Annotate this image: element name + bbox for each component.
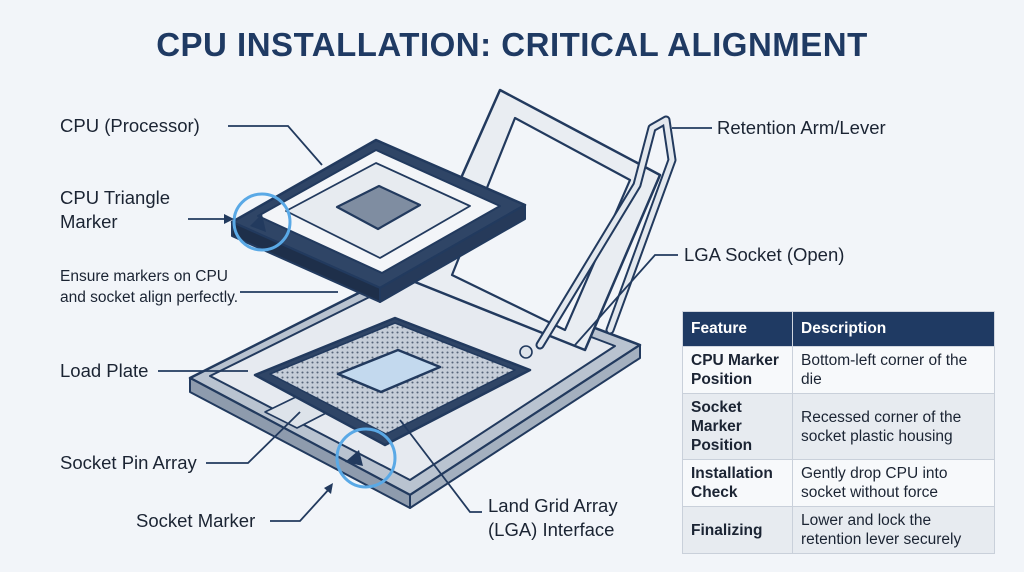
row-feature: CPU Marker Position xyxy=(682,346,793,394)
table-row: Finalizing Lower and lock the retention … xyxy=(682,506,995,554)
alignment-note: Ensure markers on CPU and socket align p… xyxy=(60,268,239,306)
row-feature: Installation Check xyxy=(682,459,793,507)
label-lga-line1: Land Grid Array xyxy=(488,495,618,516)
cpu-marker-highlight xyxy=(232,192,292,252)
header-feature: Feature xyxy=(682,311,793,347)
retention-lever xyxy=(535,115,677,350)
page-title: CPU INSTALLATION: CRITICAL ALIGNMENT xyxy=(156,26,868,63)
row-description: Lower and lock the retention lever secur… xyxy=(792,506,995,554)
table-row: Socket Marker Position Recessed corner o… xyxy=(682,393,995,460)
label-socket-marker: Socket Marker xyxy=(136,510,256,531)
header-description: Description xyxy=(792,311,995,347)
label-cpu: CPU (Processor) xyxy=(60,115,200,136)
table-row: Installation Check Gently drop CPU into … xyxy=(682,459,995,507)
row-feature: Socket Marker Position xyxy=(682,393,793,460)
label-cpu-triangle-line1: CPU Triangle xyxy=(60,187,171,208)
row-description: Recessed corner of the socket plastic ho… xyxy=(792,393,995,460)
label-load-plate: Load Plate xyxy=(60,360,149,381)
row-description: Bottom-left corner of the die xyxy=(792,346,995,394)
label-cpu-triangle-marker: CPU Triangle Marker xyxy=(60,186,170,234)
label-cpu-triangle-line2: Marker xyxy=(60,211,118,232)
row-description: Gently drop CPU into socket without forc… xyxy=(792,459,995,507)
cpu-triangle-marker xyxy=(250,214,266,232)
table-header-row: Feature Description xyxy=(682,311,995,347)
label-lga-socket: LGA Socket (Open) xyxy=(684,244,845,265)
socket-triangle-marker xyxy=(345,450,363,466)
feature-table: Feature Description CPU Marker Position … xyxy=(682,311,995,554)
label-socket-pin-array: Socket Pin Array xyxy=(60,452,197,473)
row-feature: Finalizing xyxy=(682,506,793,554)
socket-marker-highlight xyxy=(335,427,397,489)
cpu-processor xyxy=(230,138,527,303)
table-row: CPU Marker Position Bottom-left corner o… xyxy=(682,346,995,394)
leader-lines xyxy=(158,125,712,522)
label-lga-interface: Land Grid Array (LGA) Interface xyxy=(488,494,618,542)
label-lga-line2: (LGA) Interface xyxy=(488,519,615,540)
label-retention-arm: Retention Arm/Lever xyxy=(717,117,886,138)
lga-socket-housing xyxy=(253,316,532,466)
